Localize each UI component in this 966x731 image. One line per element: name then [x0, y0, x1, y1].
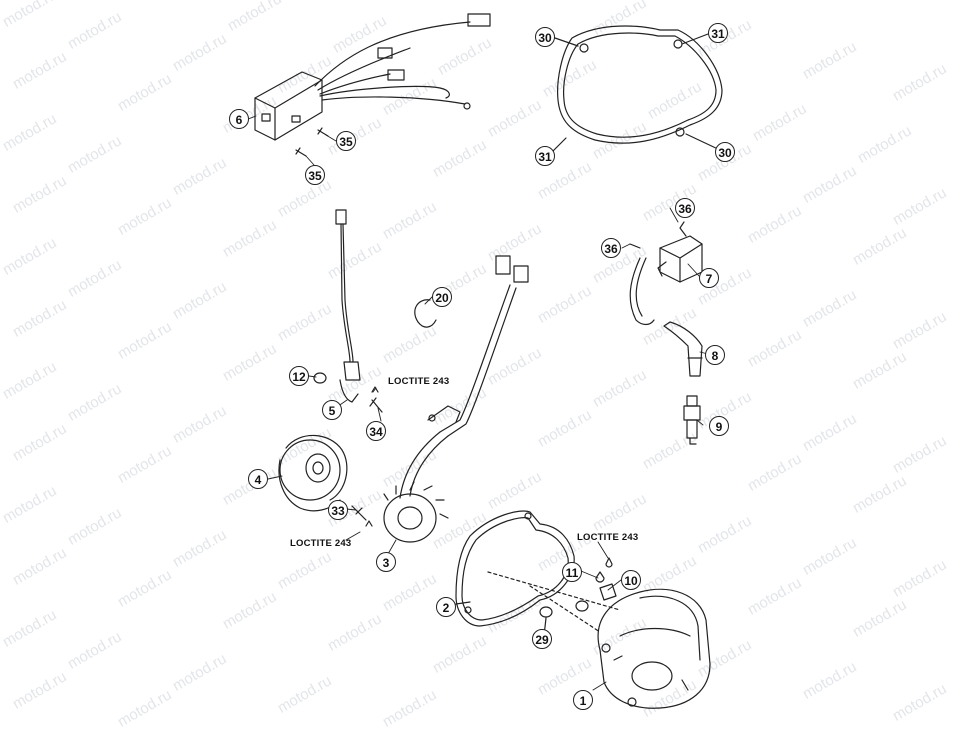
callout-7: 7 — [699, 268, 719, 288]
callout-30: 30 — [535, 27, 555, 47]
callout-29: 29 — [532, 629, 552, 649]
cover-gasket-drawing — [551, 25, 723, 153]
callout-11: 11 — [562, 562, 582, 582]
callout-2: 2 — [436, 597, 456, 617]
stator-drawing — [383, 255, 529, 543]
callout-36: 36 — [601, 238, 621, 258]
spark-plug-cap-drawing — [663, 321, 703, 377]
screw-35-drawing — [295, 127, 329, 157]
callout-10: 10 — [621, 570, 641, 590]
callout-31: 31 — [535, 146, 555, 166]
bolt-33-drawing — [351, 505, 373, 527]
callout-35: 35 — [305, 165, 325, 185]
loctite-note: LOCTITE 243 — [577, 532, 639, 543]
callout-34: 34 — [366, 421, 386, 441]
callout-31: 31 — [708, 23, 728, 43]
spark-plug-drawing — [683, 395, 701, 445]
plug-10-drawing — [595, 557, 617, 601]
ignition-coil-drawing — [629, 221, 703, 326]
callout-36: 36 — [675, 198, 695, 218]
gasket-2-drawing — [455, 510, 621, 633]
loctite-note: LOCTITE 243 — [290, 538, 352, 549]
callout-6: 6 — [229, 109, 249, 129]
callout-4: 4 — [248, 469, 268, 489]
callout-9: 9 — [709, 416, 729, 436]
callout-3: 3 — [376, 552, 396, 572]
ignition-cover-drawing — [597, 588, 711, 709]
callout-20: 20 — [432, 287, 452, 307]
cdi-unit-drawing — [254, 13, 491, 141]
loctite-note: LOCTITE 243 — [388, 376, 450, 387]
callout-30: 30 — [715, 142, 735, 162]
callout-8: 8 — [705, 345, 725, 365]
callout-12: 12 — [289, 366, 309, 386]
callout-1: 1 — [573, 690, 593, 710]
callout-33: 33 — [328, 500, 348, 520]
callout-35: 35 — [336, 131, 356, 151]
nut-12-drawing — [313, 372, 327, 384]
bolt-34-drawing — [369, 386, 383, 413]
pickup-sensor-drawing — [335, 209, 361, 403]
clip-20-drawing — [414, 299, 437, 328]
callout-5: 5 — [322, 400, 342, 420]
leader-lines — [247, 115, 709, 691]
